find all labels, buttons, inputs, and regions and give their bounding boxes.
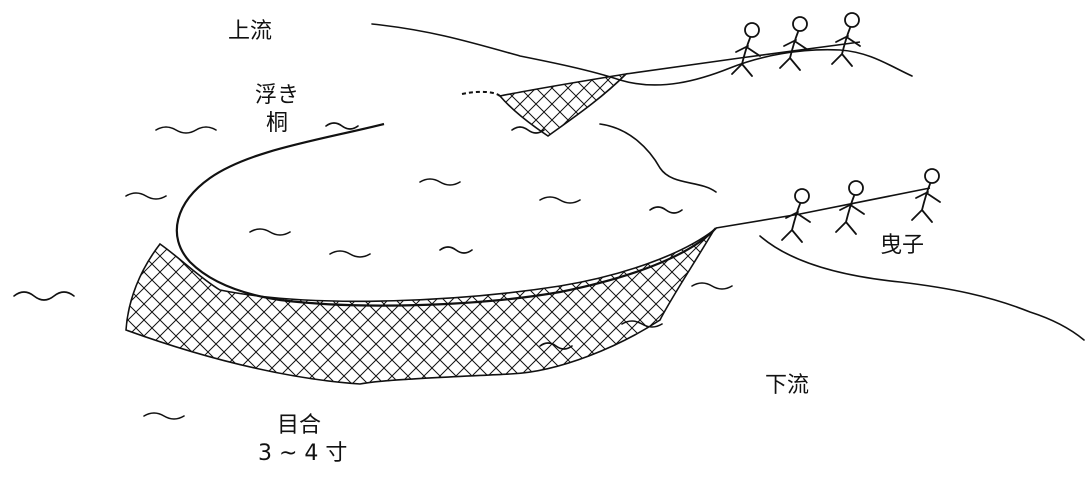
upper-haul-rope [625,41,861,75]
lower-haul-rope [715,187,931,229]
water-ripple [329,250,371,258]
hauler-figure [731,22,761,77]
upper-bank-line [371,23,913,86]
hauler-figure [831,12,861,67]
float-label: 浮き 桐 [253,82,301,138]
float-label-line-1: 浮き [254,83,299,108]
upper-float-line [461,90,501,97]
water-ripple [511,126,545,134]
mesh-size-label: 目合 3 ~ 4 寸 [258,412,348,468]
water-ripple [439,246,473,254]
mesh-label-line-2: 3 ~ 4 寸 [258,441,348,466]
water-ripple [155,126,217,134]
mid-bank-line [599,123,717,193]
float-line [175,122,717,307]
float-label-line-2: 桐 [265,111,288,136]
water-ripple [691,282,733,290]
haulers-label: 曳子 [880,233,925,258]
water-ripple [249,228,291,236]
hauler-figure [779,16,809,71]
hauler-figure [911,168,941,223]
water-ripple [539,196,581,204]
water-ripple [649,206,683,214]
downstream-label: 下流 [765,373,810,398]
water-ripple [13,291,75,301]
lower-hauler-group [781,168,941,243]
water-ripple [143,412,185,420]
upper-hauler-group [731,12,861,77]
upstream-label: 上流 [228,19,273,44]
mesh-label-line-1: 目合 [276,413,321,438]
lower-bank-line [759,235,1085,341]
main-net-mesh [125,229,715,385]
water-ripple [325,122,359,130]
hauler-figure [781,188,811,243]
water-ripple [419,178,461,186]
water-ripple [125,192,167,200]
hauler-figure [835,180,865,235]
upper-net-mesh [498,72,629,137]
